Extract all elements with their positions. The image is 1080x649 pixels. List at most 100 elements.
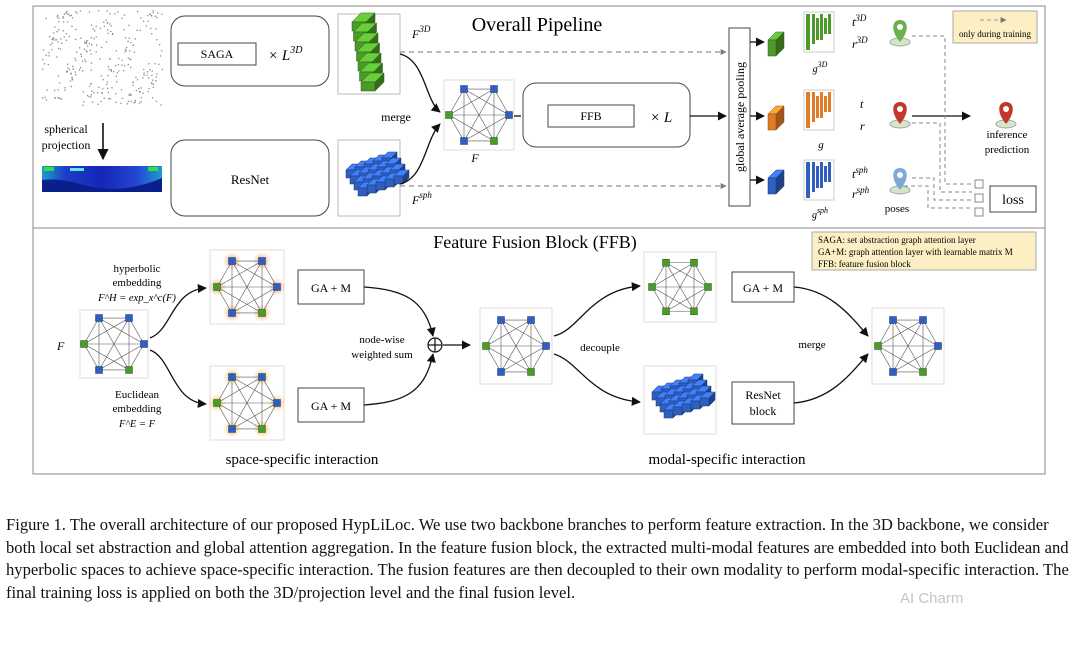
cloud-point	[160, 104, 162, 106]
cloud-point	[96, 44, 98, 46]
cloud-point	[152, 10, 154, 12]
cloud-point	[117, 63, 119, 66]
cloud-point	[142, 77, 144, 79]
cloud-point	[49, 35, 51, 38]
cloud-point	[142, 20, 145, 22]
cloud-point	[121, 17, 123, 19]
cloud-point	[101, 92, 103, 94]
cloud-point	[120, 102, 122, 105]
node-wise-label-2: weighted sum	[351, 349, 413, 361]
bar	[816, 96, 819, 118]
hyperbolic-to-sum-arrow	[363, 286, 436, 337]
cloud-point	[93, 38, 95, 40]
green-node	[258, 309, 266, 317]
loss-slot-2	[974, 193, 984, 203]
fsph-feature-cubes	[345, 151, 410, 197]
bar	[824, 166, 827, 182]
blue-node	[542, 342, 550, 350]
cloud-point	[150, 27, 152, 30]
cloud-point	[136, 29, 138, 31]
cloud-point	[118, 70, 120, 72]
cloud-point	[127, 100, 130, 103]
cloud-point	[80, 55, 83, 57]
blue-node	[95, 314, 103, 322]
cloud-point	[110, 70, 112, 72]
bar	[824, 18, 827, 34]
cloud-point	[52, 37, 55, 39]
cloud-point	[63, 36, 65, 38]
cloud-point	[124, 51, 126, 53]
cloud-point	[92, 92, 95, 94]
hyperbolic-graph	[208, 252, 286, 322]
resnet-block-label-1: ResNet	[745, 388, 781, 402]
cloud-point	[140, 100, 142, 103]
cloud-point	[136, 79, 139, 81]
cloud-point	[70, 85, 72, 88]
projection-label: projection	[42, 138, 91, 152]
ffb-repeat: × L	[650, 110, 672, 126]
cloud-point	[145, 25, 147, 27]
fsph-label: Fsph	[411, 190, 432, 207]
cloud-point	[84, 59, 86, 61]
cloud-point	[155, 79, 157, 82]
cloud-point	[57, 41, 59, 43]
cloud-point	[129, 50, 131, 52]
cloud-point	[43, 63, 46, 65]
cloud-point	[128, 37, 131, 39]
space-specific-caption: space-specific interaction	[226, 452, 379, 468]
green-node	[690, 259, 698, 267]
loss-slot-3	[974, 207, 984, 217]
cloud-point	[140, 17, 142, 19]
pin-red-hole	[897, 106, 903, 112]
cloud-point	[67, 21, 69, 23]
cloud-point	[88, 96, 90, 98]
cloud-point	[65, 12, 67, 14]
blue-cube	[699, 391, 716, 407]
cloud-point	[105, 41, 108, 43]
cloud-point	[115, 101, 117, 103]
cloud-point	[88, 85, 91, 87]
graph-edge	[231, 376, 278, 404]
green-node	[445, 111, 453, 119]
cloud-point	[90, 36, 92, 39]
to-euclidean-arrow	[149, 349, 207, 409]
bar	[828, 14, 831, 34]
green-node	[874, 342, 882, 350]
pipeline-title: Overall Pipeline	[472, 14, 603, 36]
bar	[812, 162, 815, 192]
cloud-point	[128, 94, 130, 96]
graph-edge	[261, 376, 278, 404]
input-graph	[80, 314, 148, 374]
fused-graph	[482, 316, 550, 376]
cloud-point	[152, 11, 154, 14]
cloud-point	[148, 63, 150, 65]
graph-edge	[693, 286, 709, 312]
cloud-point	[56, 56, 58, 58]
cloud-point	[95, 51, 97, 53]
decoupled-image-cubes	[651, 373, 716, 419]
cloud-point	[123, 65, 126, 67]
euclidean-label-1: Euclidean	[115, 389, 159, 401]
spherical-label: spherical	[44, 122, 88, 136]
training-loss-dashed-lines	[904, 35, 972, 209]
green-node	[648, 283, 656, 291]
cloud-point	[61, 42, 63, 44]
pin-green-hole	[897, 24, 903, 30]
green-node	[213, 399, 221, 407]
cloud-point	[90, 24, 93, 26]
cloud-point	[146, 71, 149, 73]
gsph-feature-bars	[803, 159, 835, 201]
cloud-point	[126, 46, 128, 49]
cloud-point	[109, 23, 111, 25]
cloud-point	[54, 26, 56, 28]
blue-node	[490, 85, 498, 93]
cloud-point	[97, 103, 99, 105]
cloud-point	[105, 19, 107, 21]
blue-node	[497, 368, 505, 376]
graph-edge	[231, 260, 263, 314]
training-legend	[952, 10, 1038, 44]
cloud-point	[58, 17, 60, 19]
glossary-saga: SAGA: set abstraction graph attention la…	[818, 235, 976, 245]
merge-label: merge	[381, 110, 411, 124]
ga-m-block-euclidean	[297, 387, 365, 423]
